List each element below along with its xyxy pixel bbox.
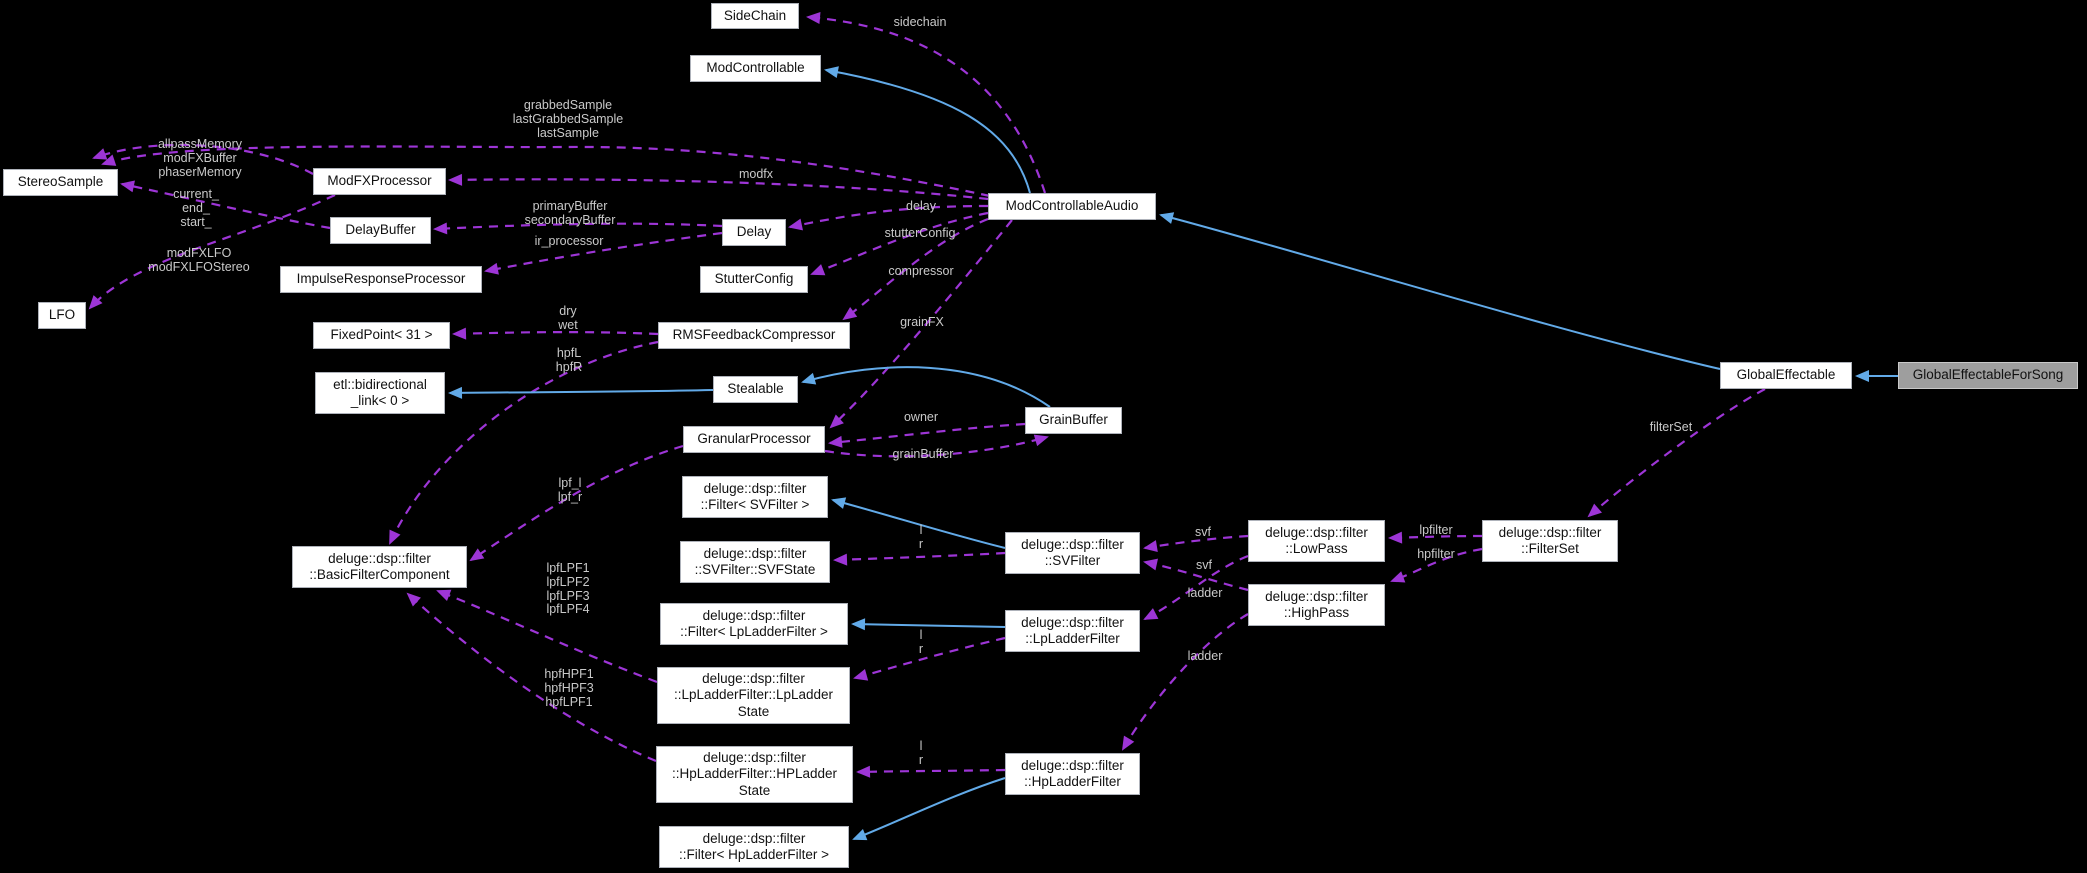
edge-label-hpfilter: hpfilter — [1417, 547, 1455, 561]
edge-label-grabbed-sample: grabbedSample lastGrabbedSample lastSamp… — [512, 98, 624, 140]
class-node-modfxprocessor[interactable]: ModFXProcessor — [313, 168, 446, 195]
class-node-filter-hpladderfilter[interactable]: deluge::dsp::filter ::Filter< HpLadderFi… — [659, 826, 849, 868]
class-node-globaleffectableforsong: GlobalEffectableForSong — [1898, 362, 2078, 389]
edge-label-lpfilter: lpfilter — [1419, 523, 1453, 537]
edge-lp-lr — [853, 636, 1006, 681]
edge-label-primary-secondary-buffer: primaryBuffer secondaryBuffer — [524, 199, 616, 227]
class-node-globaleffectable[interactable]: GlobalEffectable — [1720, 362, 1852, 389]
edge-svf-lower — [1143, 558, 1249, 592]
edge-label-current-end-start: current_ end_ start_ — [173, 187, 219, 229]
edge-stealable-etl — [448, 386, 714, 399]
edge-compressor — [842, 217, 989, 321]
edge-label-hpfhpf: hpfHPF1 hpfHPF3 hpfLPF1 — [544, 667, 594, 709]
edge-label-owner: owner — [903, 410, 939, 424]
edge-grainfx — [829, 219, 1013, 429]
class-node-lpladderstate[interactable]: deluge::dsp::filter ::LpLadderFilter::Lp… — [657, 667, 850, 724]
edge-label-lpflpf: lpfLPF1 lpfLPF2 lpfLPF3 lpfLPF4 — [546, 561, 590, 617]
class-node-grainbuffer[interactable]: GrainBuffer — [1025, 407, 1122, 434]
edge-label-compressor: compressor — [888, 264, 954, 278]
edge-stutterconfig — [810, 211, 989, 276]
edge-label-grainfx: grainFX — [900, 315, 944, 329]
edge-lpf-lr — [469, 444, 684, 562]
class-node-stealable[interactable]: Stealable — [713, 376, 798, 403]
edge-sidechain — [806, 12, 1047, 194]
class-node-hpladderfilter[interactable]: deluge::dsp::filter ::HpLadderFilter — [1005, 753, 1140, 795]
edge-modfx — [448, 173, 989, 201]
edge-lpfilter — [1388, 531, 1483, 544]
class-node-impulseresponseprocessor[interactable]: ImpulseResponseProcessor — [280, 266, 482, 293]
class-node-delaybuffer[interactable]: DelayBuffer — [330, 217, 431, 244]
edge-owner — [828, 422, 1026, 448]
edge-label-stutterconfig: stutterConfig — [884, 226, 956, 240]
class-node-basicfiltercomponent[interactable]: deluge::dsp::filter ::BasicFilterCompone… — [292, 546, 467, 588]
class-node-fixedpoint[interactable]: FixedPoint< 31 > — [313, 322, 450, 349]
edge-label-sidechain: sidechain — [893, 15, 947, 29]
edge-label-ladder-upper: ladder — [1187, 586, 1223, 600]
edge-label-hpfl-hpfr: hpfL hpfR — [555, 346, 583, 374]
edge-label-svf-lr: l r — [918, 523, 924, 551]
class-node-sidechain[interactable]: SideChain — [711, 3, 799, 29]
edge-mca-modcontrollable — [824, 66, 1031, 194]
edge-label-delay: delay — [906, 199, 936, 213]
edge-label-modfx: modfx — [738, 167, 774, 181]
edge-label-lpf-lr: lpf_l lpf_r — [557, 476, 583, 504]
class-node-lfo[interactable]: LFO — [38, 302, 86, 329]
edge-svfilter-filter — [831, 497, 1006, 549]
edge-allpass-memory — [92, 143, 314, 175]
edge-label-svf-upper: svf — [1195, 525, 1211, 539]
edge-ir-processor — [484, 231, 723, 275]
edge-hpfhpf — [406, 592, 657, 763]
inheritance-edges — [448, 66, 1898, 841]
edge-label-grainbuffer: grainBuffer — [892, 447, 954, 461]
edge-lpladder-filter — [851, 618, 1006, 631]
class-node-filter-lpladderfilter[interactable]: deluge::dsp::filter ::Filter< LpLadderFi… — [660, 603, 848, 645]
class-node-highpass[interactable]: deluge::dsp::filter ::HighPass — [1248, 584, 1385, 626]
edge-ladder-lower — [1121, 613, 1249, 751]
class-node-modcontrollable[interactable]: ModControllable — [690, 55, 821, 82]
edge-grainbuffer-stealable — [801, 366, 1051, 408]
class-node-filter-svfilter[interactable]: deluge::dsp::filter ::Filter< SVFilter > — [682, 476, 828, 518]
edge-hpladder-filter — [852, 777, 1006, 841]
edge-label-svf-lower: svf — [1196, 558, 1212, 572]
class-node-stereosample[interactable]: StereoSample — [3, 169, 118, 196]
class-node-granularprocessor[interactable]: GranularProcessor — [683, 426, 825, 453]
class-node-svfstate[interactable]: deluge::dsp::filter ::SVFilter::SVFState — [680, 541, 830, 583]
edge-grainbuffer — [824, 434, 1049, 458]
class-node-etl-bidirectional-link[interactable]: etl::bidirectional _link< 0 > — [315, 372, 445, 414]
edge-current-end-start — [120, 180, 331, 230]
class-node-delay[interactable]: Delay — [722, 219, 786, 246]
class-node-rmsfeedbackcompressor[interactable]: RMSFeedbackCompressor — [658, 322, 850, 349]
class-node-hpladderstate[interactable]: deluge::dsp::filter ::HpLadderFilter::HP… — [656, 746, 853, 803]
edge-svf-lr — [833, 551, 1006, 566]
usage-edges — [88, 12, 1766, 778]
edge-primary-secondary-buffer — [433, 222, 723, 235]
edge-label-hp-lr: l r — [918, 739, 924, 767]
edge-hpfl-hpfr — [389, 340, 659, 545]
edge-modfxlfo — [88, 194, 336, 310]
edge-globaleffectable-mca — [1159, 212, 1721, 370]
edge-svf-upper — [1143, 534, 1249, 553]
class-node-stutterconfig[interactable]: StutterConfig — [700, 266, 808, 293]
edge-label-dry-wet: dry wet — [558, 304, 578, 332]
edge-label-ladder-lower: ladder — [1187, 649, 1223, 663]
edge-hp-lr — [856, 765, 1006, 778]
edge-label-allpass-memory: allpassMemory modFXBuffer phaserMemory — [157, 137, 243, 179]
class-node-lpladderfilter[interactable]: deluge::dsp::filter ::LpLadderFilter — [1005, 610, 1140, 652]
class-node-lowpass[interactable]: deluge::dsp::filter ::LowPass — [1248, 520, 1385, 562]
edge-filterset — [1587, 388, 1766, 518]
edge-hpfilter — [1390, 547, 1483, 583]
class-node-modcontrollableaudio[interactable]: ModControllableAudio — [988, 193, 1156, 220]
edge-dry-wet — [452, 327, 659, 340]
class-node-svfilter[interactable]: deluge::dsp::filter ::SVFilter — [1005, 532, 1140, 574]
class-node-filterset[interactable]: deluge::dsp::filter ::FilterSet — [1482, 520, 1618, 562]
edge-delay — [788, 204, 989, 231]
edge-lpflpf — [436, 589, 658, 684]
edge-label-ir-processor: ir_processor — [534, 234, 604, 248]
edge-label-modfxlfo: modFXLFO modFXLFOStereo — [148, 246, 250, 274]
edge-grabbed-sample — [101, 145, 991, 198]
edge-label-lp-lr: l r — [918, 628, 924, 656]
edge-label-filterset: filterSet — [1649, 420, 1693, 434]
